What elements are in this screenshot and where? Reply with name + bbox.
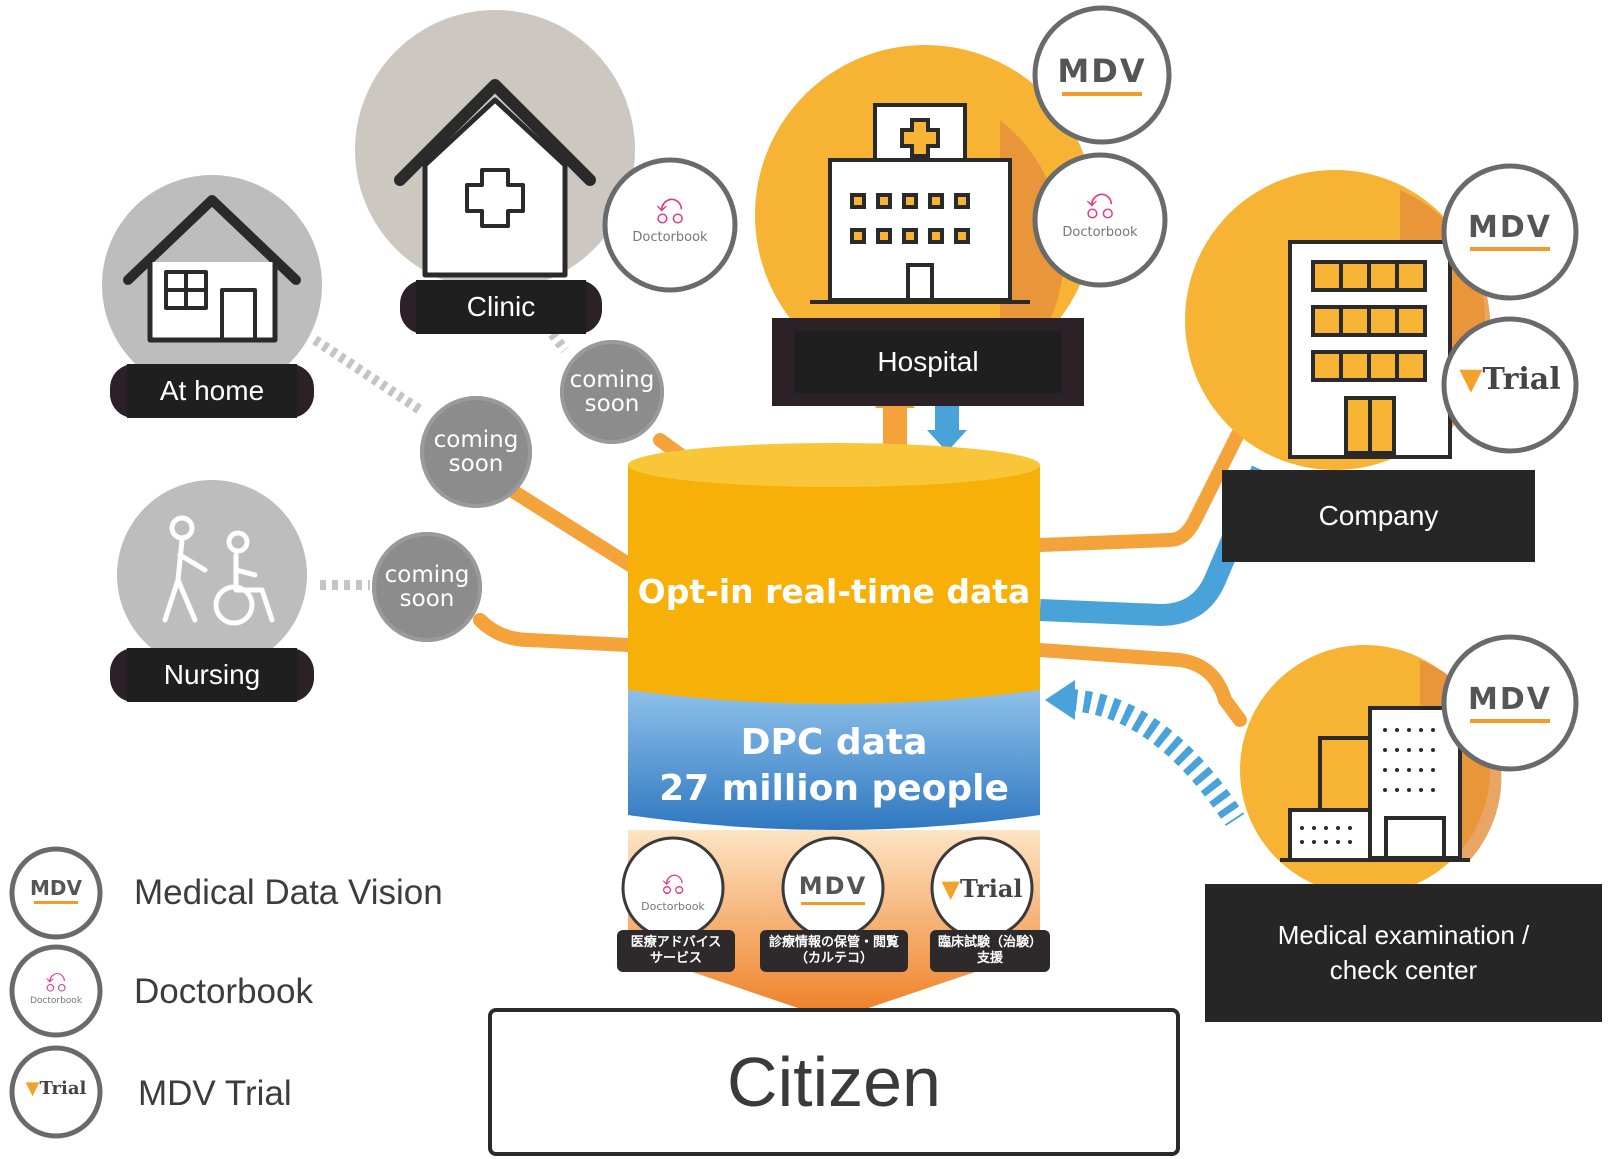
coming-soon-line2: soon [399,586,455,612]
dpc-data-label: DPC data 27 million people [628,720,1040,812]
service-label-line2: 支援 [976,951,1003,966]
mdv-logo-text: MDV [1468,210,1552,245]
nursing-circle [117,480,307,670]
legend-label-doctorbook: Doctorbook [134,972,313,1011]
blue-dashed-arrow-head [1045,680,1075,720]
coming-soon-line1: coming [433,427,519,453]
legend-doctorbook-logo-text: Doctorbook [29,996,83,1006]
nursing-label: Nursing [110,648,314,702]
coming-soon-line2: soon [584,391,640,417]
orange-connectors [473,413,1252,727]
coming-soon-line2: soon [448,451,504,477]
service-label-records: 診療情報の保管・閲覧 （カルテコ） [760,930,908,972]
gray-dotted-connectors [312,314,569,590]
service-label-line1: 臨床試験（治験） [937,935,1042,950]
exam-center-building-icon [1280,706,1470,862]
legend-label-trial: MDV Trial [138,1074,292,1113]
opt-in-data-label: Opt-in real-time data [637,572,1031,611]
coming-soon-badge-clinic: coming soon [560,340,664,444]
company-label: Company [1222,470,1535,562]
mdv-logo-icon: MDV [1448,682,1572,725]
logo-badges [9,5,1579,1139]
at-home-label: At home [110,364,314,418]
exam-center-label-line1: Medical examination / [1277,920,1530,950]
citizen-box: Citizen [488,1008,1180,1156]
hospital-circle-shade [1000,120,1065,340]
doctorbook-logo-text: Doctorbook [1062,225,1138,240]
clinic-label: Clinic [400,280,602,334]
wheelchair-icon [162,515,275,626]
database-cylinder [628,443,1040,830]
mdv-logo-icon: MDV [1040,52,1164,98]
coming-soon-line1: coming [384,562,470,588]
legend-trial-logo-text: Trial [39,1078,87,1099]
service-label-trial: 臨床試験（治験） 支援 [930,930,1050,972]
mdv-logo-icon: MDV [1448,210,1572,253]
trial-logo-text: Trial [1482,362,1561,397]
legend-mdv-logo-text: MDV [30,876,82,900]
blue-dashed-flow-exam [1069,689,1245,827]
dpc-data-line2: 27 million people [659,768,1009,809]
service-logo-text: Doctorbook [641,900,705,913]
service-label-line1: 医療アドバイス [630,935,722,950]
doctorbook-logo-icon: ⎌ Doctorbook [1035,185,1165,240]
office-building-icon [1288,240,1452,459]
service-label-line1: 診療情報の保管・閲覧 [768,935,899,950]
hospital-down-arrow-head [927,430,967,452]
hospital-building-icon [810,103,1030,304]
doctorbook-logo-text: Doctorbook [632,230,708,245]
citizen-label: Citizen [727,1043,941,1121]
service-logo-text: Trial [959,874,1023,903]
coming-soon-line1: coming [569,367,655,393]
service-label-advice: 医療アドバイス サービス [617,930,735,972]
doctorbook-logo-icon: ⎌ Doctorbook [605,190,735,245]
blue-flow-company [1039,465,1273,627]
legend-label-mdv: Medical Data Vision [134,873,443,912]
house-icon [123,195,301,343]
coming-soon-badge-home: coming soon [420,396,532,508]
dpc-data-line1: DPC data [740,722,928,763]
mdv-trial-logo-icon: ▼Trial [941,874,1023,903]
service-logo-text: MDV [798,872,868,900]
service-label-line2: サービス [649,951,702,966]
exam-center-label: Medical examination / check center [1205,884,1602,1022]
clinic-icon [394,79,596,278]
mdv-logo-icon: MDV [783,872,883,907]
legend-doctorbook-icon: ⎌ Doctorbook [22,968,90,1007]
mdv-trial-logo-icon: ▼Trial [1459,362,1561,397]
legend-mdv-icon: MDV [22,876,90,905]
mdv-logo-text: MDV [1057,52,1147,90]
legend-trial-icon: ▼Trial [25,1078,87,1099]
mdv-logo-text: MDV [1468,682,1552,717]
coming-soon-badge-nursing: coming soon [372,532,482,642]
doctorbook-logo-icon: ⎌ Doctorbook [623,870,723,914]
exam-center-label-line2: check center [1329,955,1478,985]
hospital-label: Hospital [772,318,1084,406]
service-label-line2: （カルテコ） [794,951,873,966]
